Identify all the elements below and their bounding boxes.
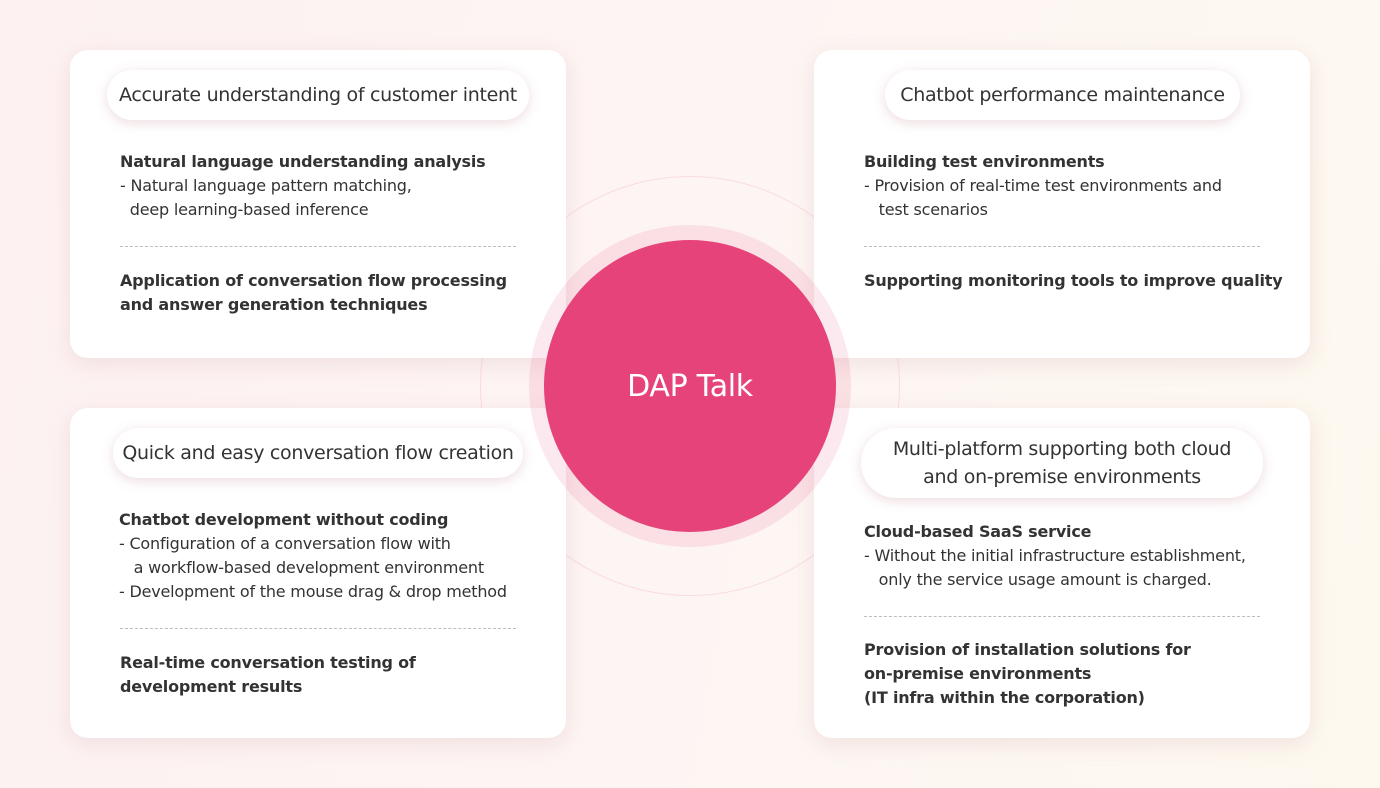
section-title: Real-time conversation testing of develo…: [120, 653, 416, 696]
section-divider: [120, 628, 516, 629]
card-section-primary: Cloud-based SaaS service - Without the i…: [864, 520, 1284, 592]
section-title: Building test environments: [864, 152, 1105, 171]
center-outer-ring: [480, 176, 900, 596]
center-circle: DAP Talk: [544, 240, 836, 532]
section-line: a workflow-based development environment: [119, 558, 484, 577]
section-line: - Configuration of a conversation flow w…: [119, 534, 451, 553]
card-section-primary: Building test environments - Provision o…: [864, 150, 1284, 222]
section-line: deep learning-based inference: [120, 200, 369, 219]
card-title-pill: Accurate understanding of customer inten…: [107, 70, 529, 120]
card-section-primary: Chatbot development without coding - Con…: [119, 508, 539, 604]
section-line: - Natural language pattern matching,: [120, 176, 412, 195]
card-title-pill: Quick and easy conversation flow creatio…: [113, 428, 523, 478]
section-divider: [864, 246, 1260, 247]
section-line: - Development of the mouse drag & drop m…: [119, 582, 507, 601]
card-section-primary: Natural language understanding analysis …: [120, 150, 540, 222]
card-title-pill: Chatbot performance maintenance: [885, 70, 1240, 120]
feature-card-flow-creation: Quick and easy conversation flow creatio…: [70, 408, 566, 738]
section-line: test scenarios: [864, 200, 988, 219]
feature-card-performance: Chatbot performance maintenance Building…: [814, 50, 1310, 358]
card-title-pill: Multi-platform supporting both cloud and…: [861, 428, 1263, 498]
section-divider: [120, 246, 516, 247]
feature-card-multi-platform: Multi-platform supporting both cloud and…: [814, 408, 1310, 738]
section-line: - Without the initial infrastructure est…: [864, 546, 1246, 565]
section-title: Supporting monitoring tools to improve q…: [864, 271, 1283, 290]
section-title: Chatbot development without coding: [119, 510, 449, 529]
section-title: Natural language understanding analysis: [120, 152, 486, 171]
section-divider: [864, 616, 1260, 617]
feature-card-customer-intent: Accurate understanding of customer inten…: [70, 50, 566, 358]
card-section-secondary: Provision of installation solutions for …: [864, 638, 1284, 710]
section-title: Cloud-based SaaS service: [864, 522, 1092, 541]
section-line: only the service usage amount is charged…: [864, 570, 1212, 589]
section-title: Application of conversation flow process…: [120, 271, 507, 314]
center-label: DAP Talk: [627, 368, 753, 404]
card-section-secondary: Real-time conversation testing of develo…: [120, 651, 540, 699]
section-line: - Provision of real-time test environmen…: [864, 176, 1222, 195]
card-section-secondary: Supporting monitoring tools to improve q…: [864, 269, 1284, 293]
section-title: Provision of installation solutions for …: [864, 640, 1191, 707]
card-section-secondary: Application of conversation flow process…: [120, 269, 540, 317]
